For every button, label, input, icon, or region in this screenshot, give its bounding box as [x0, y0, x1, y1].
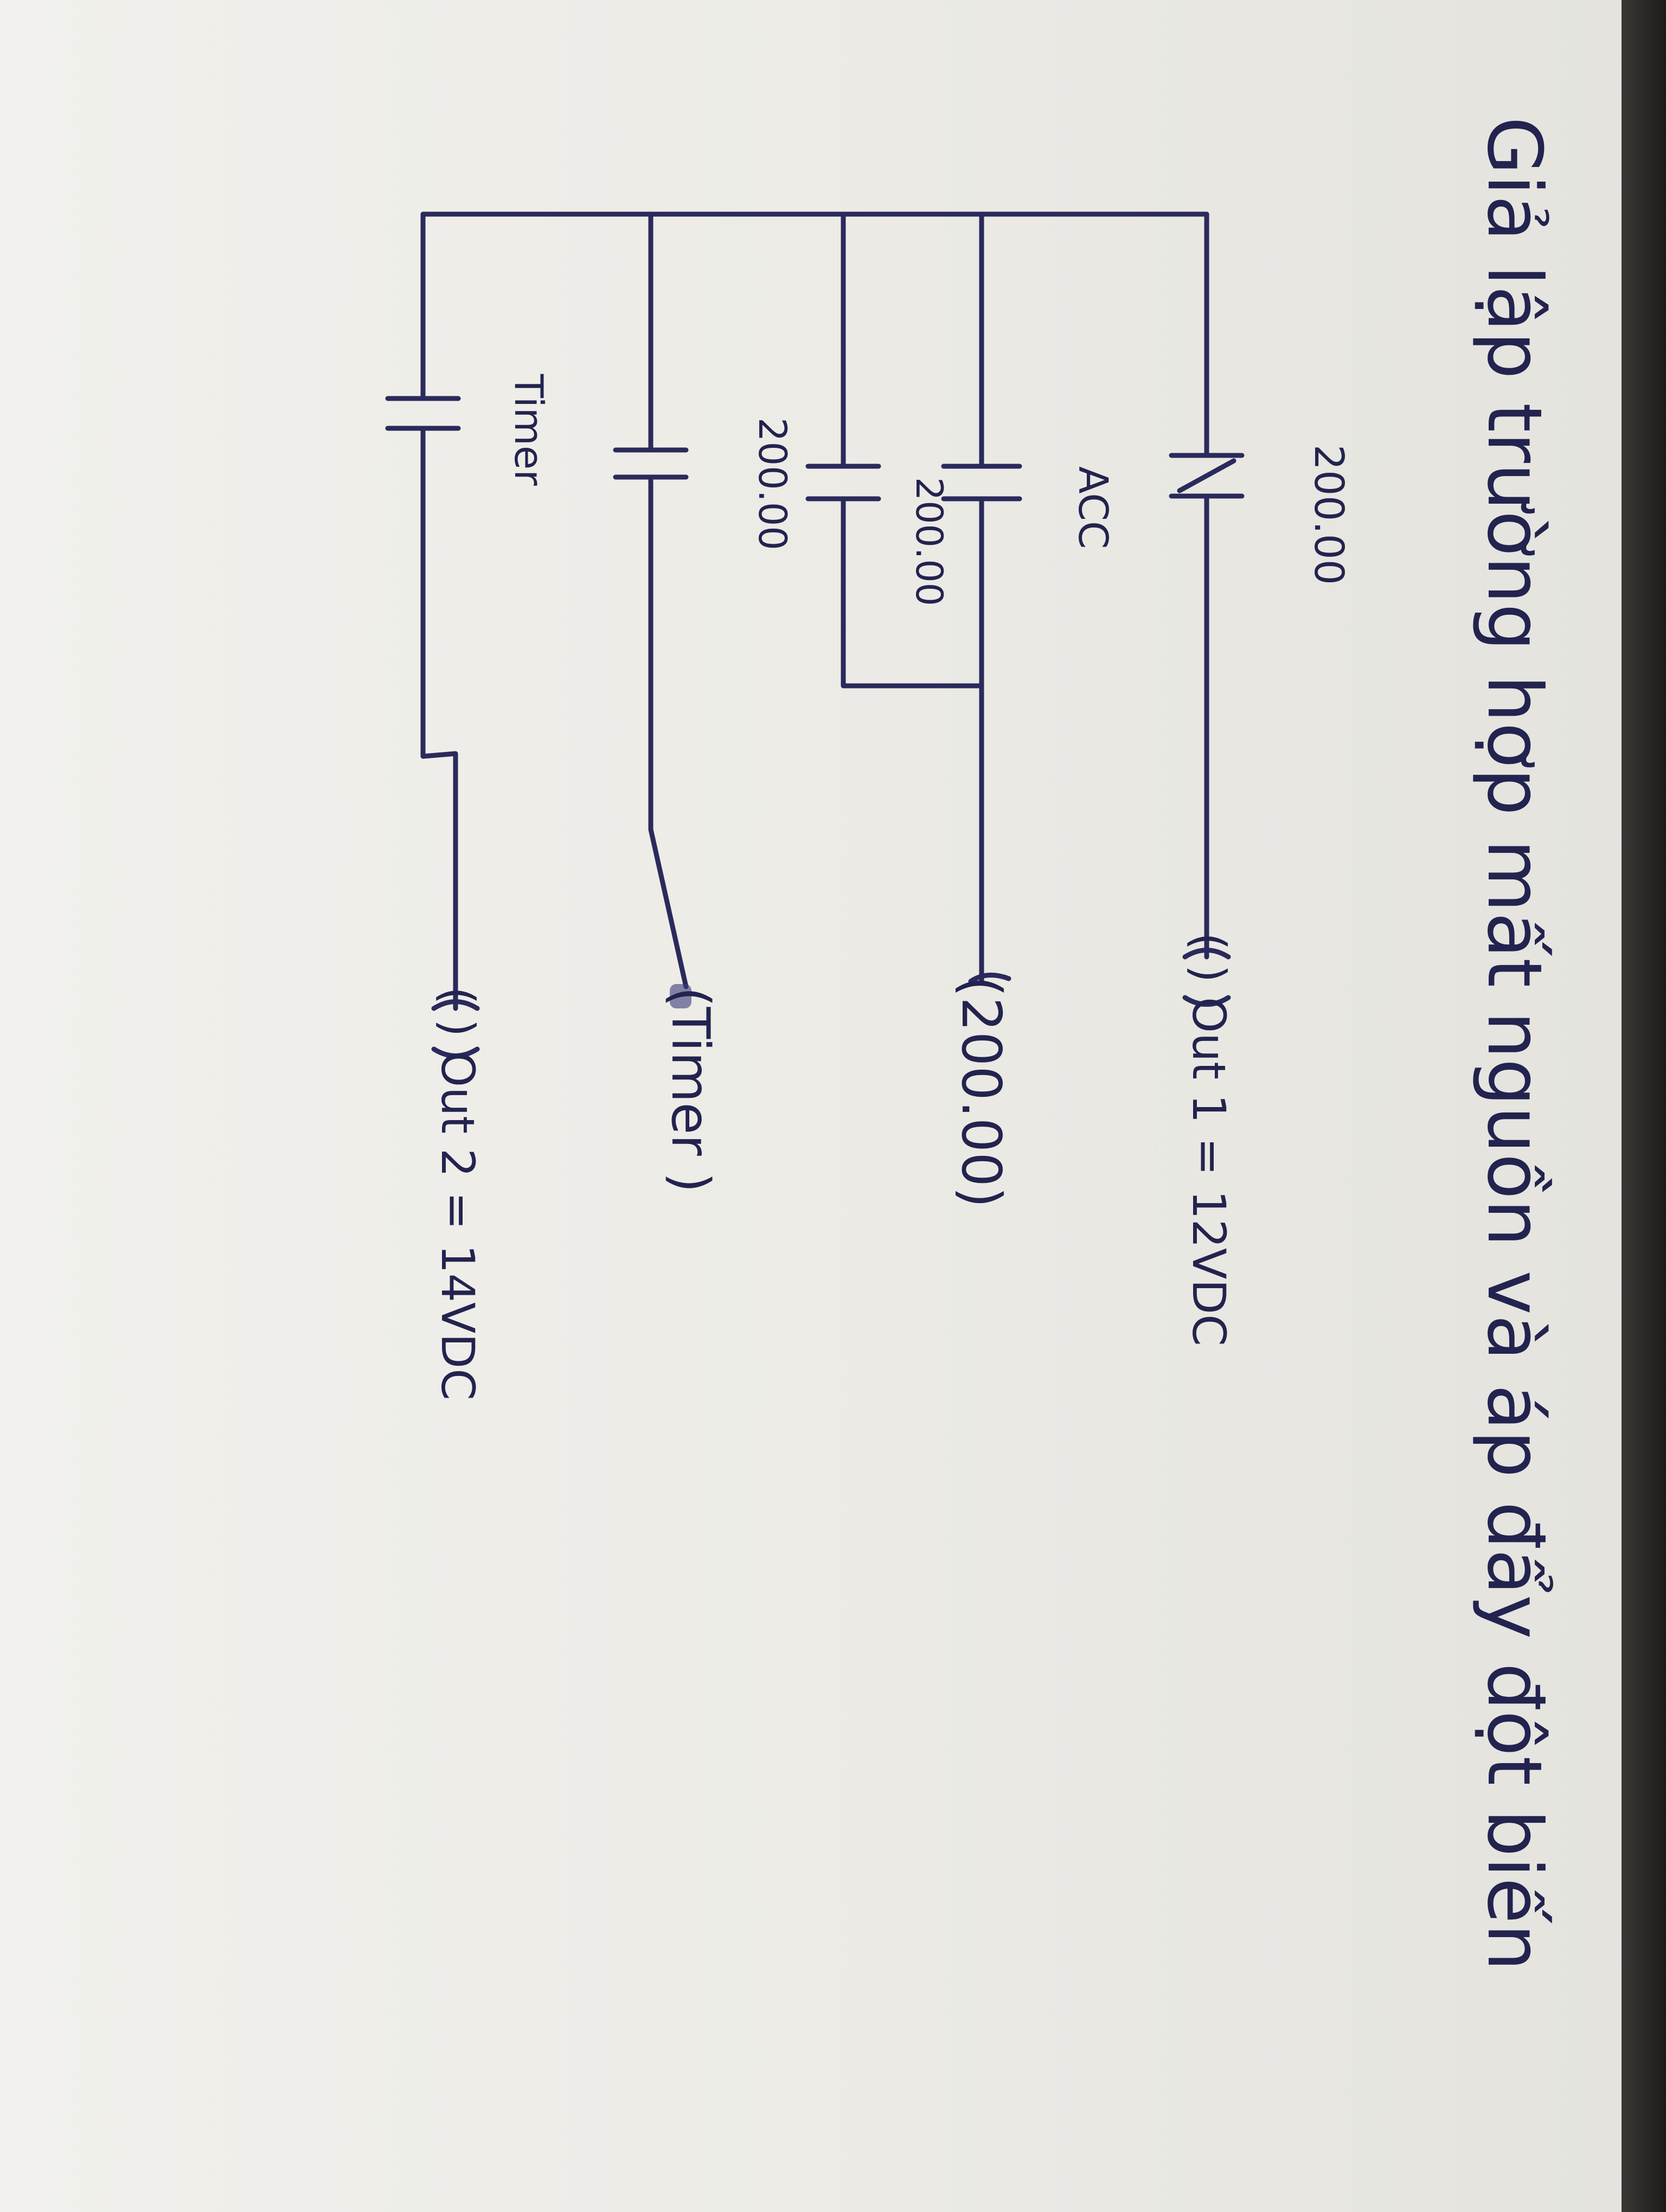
no-contact — [613, 447, 689, 480]
desk-background — [1622, 0, 1666, 2212]
no-contact — [385, 396, 461, 431]
rung-2: ACC (200.00) 200.00 — [805, 211, 1116, 1208]
no-contact — [941, 464, 1022, 501]
rung-4: Timer ( ) Out 2 = 14VDC — [385, 236, 552, 1400]
nc-contact — [1169, 453, 1245, 499]
coil-out-1 — [1182, 948, 1231, 1007]
rung-2-parallel-label: 200.00 — [907, 477, 950, 606]
coil-out-2 — [431, 999, 480, 1058]
ink-smudge — [670, 984, 691, 1008]
rung-4-contact-label: Timer — [506, 374, 552, 486]
diagram-title: Giả lập trường hợp mất nguồn và áp đẩy đ… — [1471, 117, 1558, 1971]
rung-3: 200.00 (Timer ) — [613, 211, 794, 1193]
rung-3-contact-label: 200.00 — [750, 417, 794, 550]
power-rail — [420, 211, 1209, 241]
output-instruction-200 — [968, 973, 1011, 984]
rung-1-output-label: ( ) Out 1 = 12VDC — [1182, 933, 1235, 1346]
rung-1-contact-label: 200.00 — [1305, 445, 1352, 585]
rung-2-output-label: (200.00) — [950, 976, 1013, 1208]
rung-3-output-label: (Timer ) — [660, 987, 721, 1193]
no-contact-parallel — [805, 464, 881, 501]
rung-4-output-label: ( ) Out 2 = 14VDC — [431, 987, 484, 1400]
rung-1: 200.00 ( ) Out 1 = 12VDC — [1169, 211, 1352, 1346]
rung-2-contact-label: ACC — [1069, 466, 1116, 549]
rung-3-wire-bottom — [648, 474, 689, 989]
rung-4-wire-bottom — [420, 426, 458, 1011]
paper-sheet — [0, 0, 1622, 2212]
rung-2-branch-wire-bottom — [841, 496, 984, 689]
